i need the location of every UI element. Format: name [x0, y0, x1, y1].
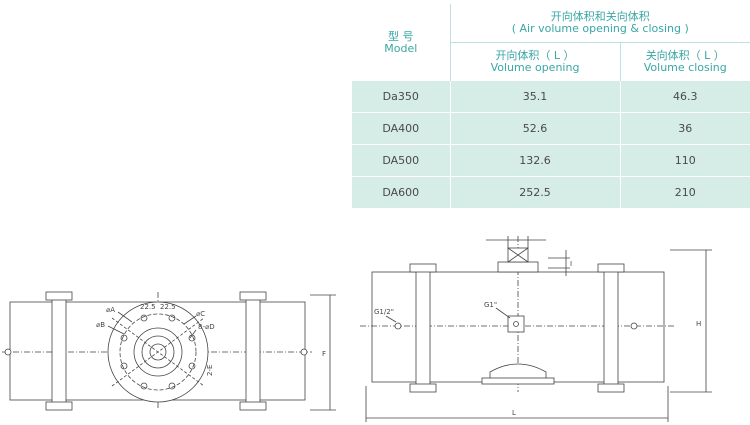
e-label: 2-E [206, 365, 214, 376]
i-dim-label: I [570, 260, 572, 268]
cell-closing: 36 [620, 112, 750, 145]
header-opening-en: Volume opening [490, 61, 580, 74]
cell-closing: 210 [620, 176, 750, 209]
header-closing-en: Volume closing [643, 61, 727, 74]
header-volume-en: ( Air volume opening & closing ) [511, 22, 689, 35]
port-g12-label: G1/2" [374, 308, 394, 316]
cell-model: DA600 [352, 176, 451, 209]
length-l-label: L [512, 409, 516, 417]
table-row: DA500 132.6 110 [352, 144, 750, 177]
header-volume: 开向体积和关向体积 ( Air volume opening & closing… [450, 4, 750, 43]
table-row: DA400 52.6 36 [352, 112, 750, 145]
dia-a-label: ⌀A [106, 306, 115, 314]
header-closing: 关向体积（ L ） Volume closing [620, 42, 750, 81]
header-model: 型 号 Model [352, 4, 451, 81]
table-header-row-2: 开向体积（ L ） Volume opening 关向体积（ L ） Volum… [352, 42, 750, 81]
cell-model: Da350 [352, 81, 451, 113]
cell-closing: 46.3 [620, 81, 750, 113]
cell-model: DA400 [352, 112, 451, 145]
angle-label-2: 22.5 [160, 303, 176, 311]
header-closing-cn: 关向体积（ L ） [645, 49, 725, 62]
cell-opening: 132.6 [450, 144, 621, 177]
header-model-cn: 型 号 [388, 29, 414, 43]
cell-opening: 252.5 [450, 176, 621, 209]
port-g1-label: G1" [484, 301, 497, 309]
header-opening-cn: 开向体积（ L ） [495, 49, 575, 62]
angle-label-1: 22.5 [140, 303, 156, 311]
left-actuator-drawing [2, 291, 336, 411]
header-volume-cn: 开向体积和关向体积 [550, 10, 650, 23]
right-actuator-drawing [360, 236, 712, 422]
table-row: Da350 35.1 46.3 [352, 81, 750, 113]
cell-opening: 52.6 [450, 112, 621, 145]
flange-bolt-holes [120, 314, 196, 390]
cell-closing: 110 [620, 144, 750, 177]
dia-b-label: ⌀B [96, 321, 105, 329]
table-header-row-1: 型 号 Model 开向体积和关向体积 ( Air volume opening… [352, 4, 750, 81]
cell-model: DA500 [352, 144, 451, 177]
holes-label: 8-⌀D [198, 323, 215, 331]
cell-opening: 35.1 [450, 81, 621, 113]
header-model-en: Model [384, 41, 418, 55]
height-h-label: H [696, 320, 701, 328]
height-f-label: F [322, 350, 326, 358]
table-row: DA600 252.5 210 [352, 176, 750, 209]
dia-c-label: ⌀C [196, 310, 205, 318]
air-volume-table: 型 号 Model 开向体积和关向体积 ( Air volume opening… [352, 4, 750, 209]
header-opening: 开向体积（ L ） Volume opening [450, 42, 621, 81]
